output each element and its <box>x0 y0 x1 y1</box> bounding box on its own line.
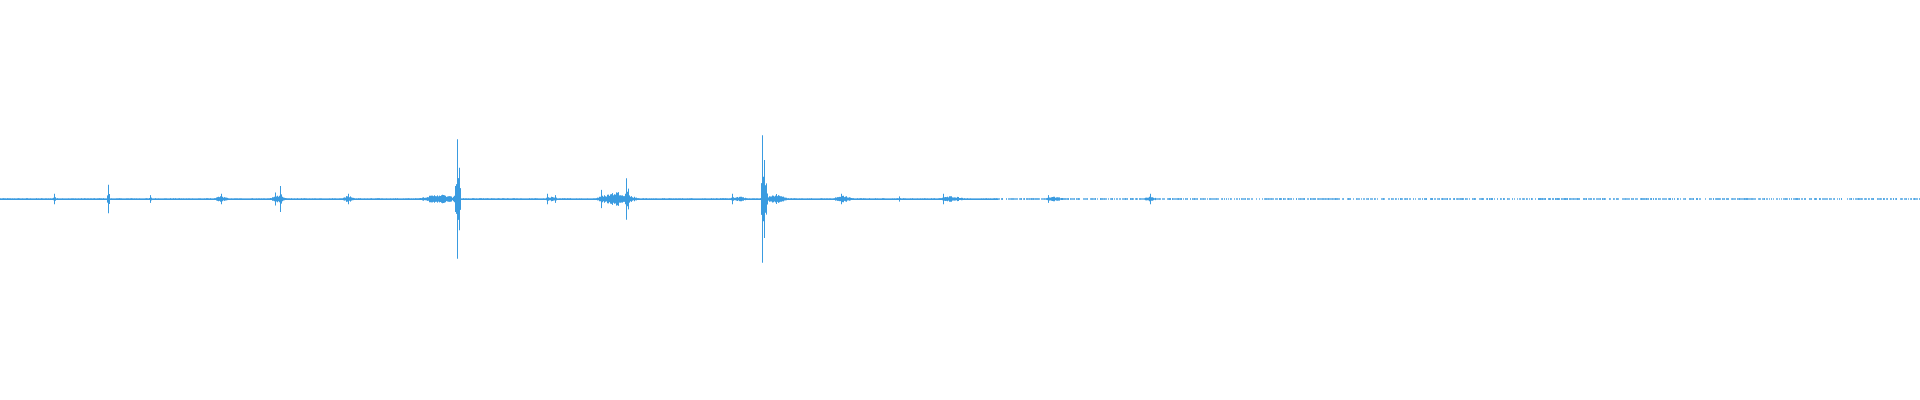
waveform-trace <box>0 135 1920 263</box>
